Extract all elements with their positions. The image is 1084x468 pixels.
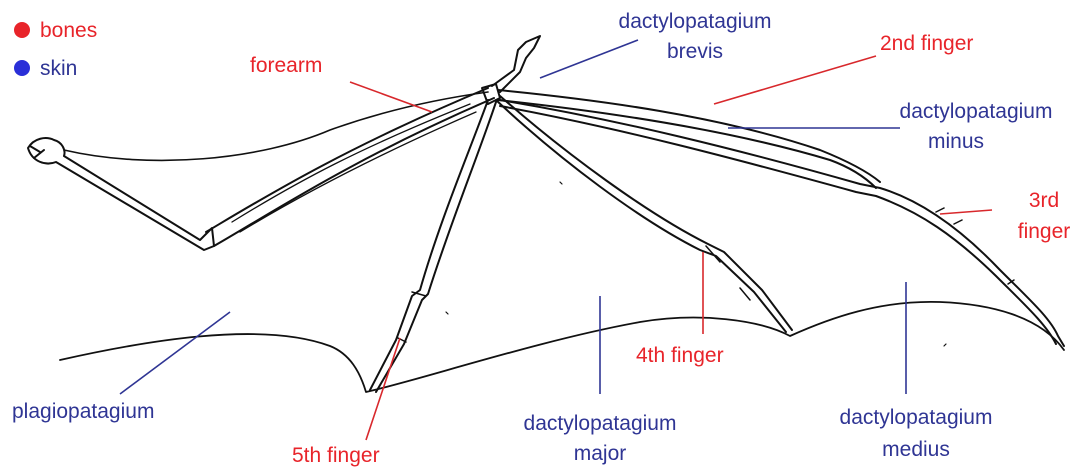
sketch-accents: [446, 182, 946, 346]
humerus-bone: [28, 138, 214, 250]
dactylopatagium-medius-label-line2: medius: [882, 438, 950, 461]
skin-labels: dactylopatagium brevis dactylopatagium m…: [12, 10, 1052, 465]
plagiopatagium-leader: [120, 312, 230, 394]
fifth-finger-label: 5th finger: [292, 444, 380, 467]
dactylopatagium-brevis-leader: [540, 40, 638, 78]
trailing-edge: [60, 302, 1064, 392]
dactylopatagium-brevis-label-line2: brevis: [667, 40, 723, 63]
fourth-finger-label: 4th finger: [636, 344, 724, 367]
dactylopatagium-major-label-line2: major: [574, 442, 627, 465]
second-finger-leader: [714, 56, 876, 104]
fourth-finger-joint: [706, 246, 750, 300]
dactylopatagium-medius-label-line1: dactylopatagium: [840, 406, 993, 429]
dactylopatagium-minus-label-line1: dactylopatagium: [900, 100, 1053, 123]
forearm-label: forearm: [250, 54, 322, 77]
bone-labels: forearm 2nd finger 3rd finger 4th finger…: [250, 32, 1070, 467]
skin-leader-lines: [120, 40, 906, 394]
forearm-leader: [350, 82, 432, 112]
fifth-finger-bone: [370, 100, 496, 392]
second-finger-label: 2nd finger: [880, 32, 973, 55]
dactylopatagium-minus-label-line2: minus: [928, 130, 984, 153]
dactylopatagium-brevis-label-line1: dactylopatagium: [619, 10, 772, 33]
third-finger-label-line2: finger: [1018, 220, 1071, 243]
legend-bones-label: bones: [40, 19, 97, 42]
dactylopatagium-major-label-line1: dactylopatagium: [524, 412, 677, 435]
legend-skin-label: skin: [40, 57, 77, 80]
thumb-bone: [492, 36, 540, 92]
plagiopatagium-label: plagiopatagium: [12, 400, 154, 423]
legend-bones-dot: [14, 22, 30, 38]
wing-sketch: [28, 36, 1064, 392]
legend-skin-dot: [14, 60, 30, 76]
third-finger-leader: [940, 210, 992, 214]
legend: bones skin: [14, 19, 97, 80]
propatagium-edge: [64, 92, 488, 160]
third-finger-label-line1: 3rd: [1029, 189, 1059, 212]
